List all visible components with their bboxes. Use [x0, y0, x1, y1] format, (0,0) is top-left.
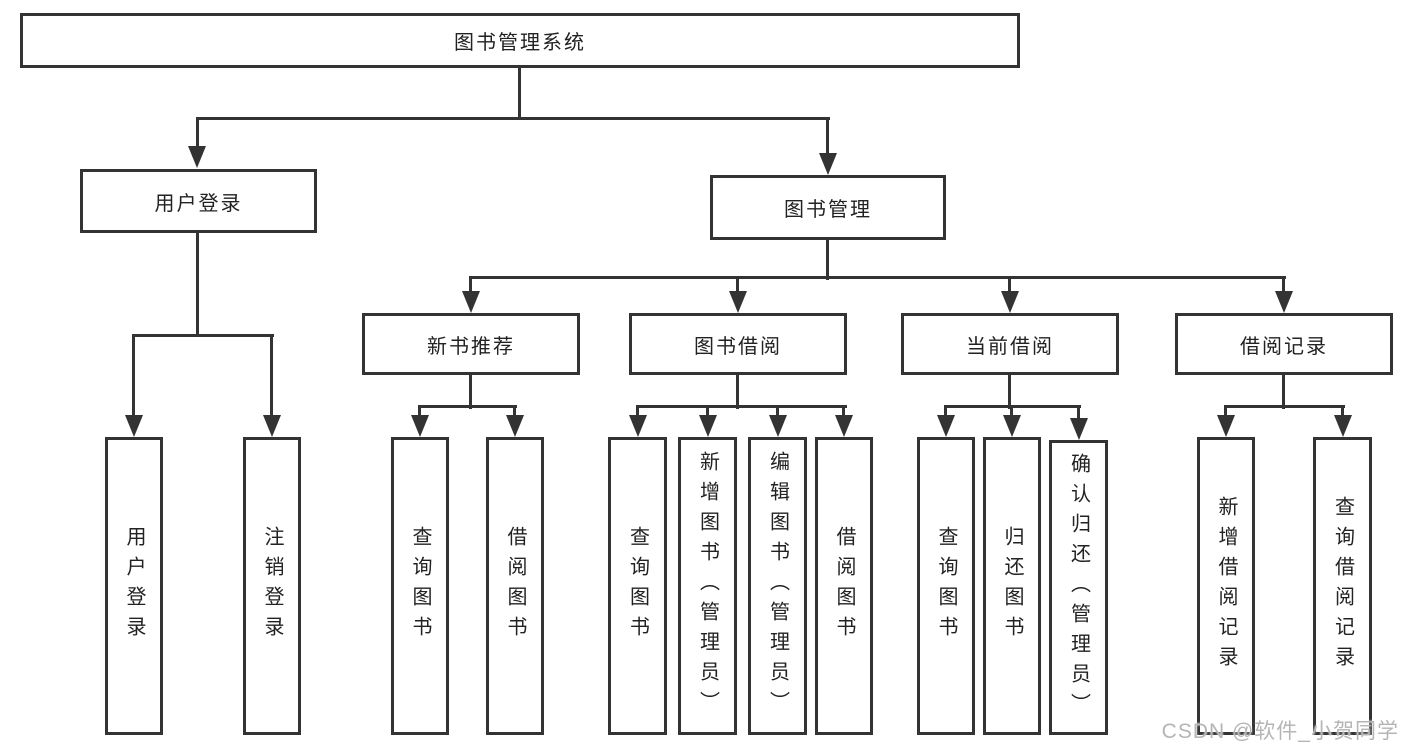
connector-line — [736, 278, 739, 295]
connector-line — [196, 119, 199, 150]
csdn-watermark: CSDN @软件_小贺同学 — [1161, 720, 1399, 743]
node-current-borrowing: 当前借阅 — [901, 313, 1119, 375]
connector-line — [469, 278, 472, 295]
connector-line — [776, 407, 779, 420]
connector-line — [418, 407, 421, 420]
connector-line — [1010, 407, 1013, 420]
connector-line — [513, 407, 516, 420]
node-add-book-admin-label: 新增图书（管理员） — [696, 451, 719, 721]
node-edit-book-admin-label: 编辑图书（管理员） — [766, 451, 789, 721]
node-query-books-recommend-label: 查询图书 — [409, 526, 431, 646]
connector-line — [826, 240, 829, 280]
connector-line — [636, 407, 639, 420]
connector-line — [469, 276, 1286, 279]
node-library-management-system-label: 图书管理系统 — [454, 32, 586, 54]
node-borrow-books-borrow-label: 借阅图书 — [833, 526, 855, 646]
connector-line — [418, 405, 517, 408]
connector-line — [1282, 375, 1285, 409]
node-library-management-system: 图书管理系统 — [20, 13, 1020, 68]
node-user-login-label: 用户登录 — [123, 526, 145, 646]
connector-line — [132, 336, 135, 419]
node-confirm-return-admin-label: 确认归还（管理员） — [1067, 452, 1090, 723]
arrow-down-icon — [125, 415, 143, 437]
connector-line — [469, 375, 472, 409]
arrow-down-icon — [506, 415, 524, 437]
arrow-down-icon — [699, 415, 717, 437]
connector-line — [270, 336, 273, 419]
connector-line — [1341, 407, 1344, 420]
node-confirm-return-admin: 确认归还（管理员） — [1049, 440, 1108, 735]
node-add-borrow-record-label: 新增借阅记录 — [1215, 496, 1237, 676]
node-new-book-recommendation-label: 新书推荐 — [427, 335, 515, 358]
arrow-down-icon — [819, 153, 837, 175]
node-query-borrow-record-label: 查询借阅记录 — [1331, 496, 1354, 676]
node-book-borrowing: 图书借阅 — [629, 313, 847, 375]
node-query-books-current: 查询图书 — [917, 437, 975, 735]
node-query-books-current-label: 查询图书 — [935, 526, 957, 646]
node-borrowing-records-label: 借阅记录 — [1240, 335, 1328, 358]
node-logout-login: 注销登录 — [243, 437, 301, 735]
node-logout-login-label: 注销登录 — [261, 526, 283, 646]
node-query-books-borrow-label: 查询图书 — [626, 526, 649, 646]
node-query-books-recommend: 查询图书 — [391, 437, 449, 735]
node-borrow-books-borrow: 借阅图书 — [815, 437, 873, 735]
node-return-books-label: 归还图书 — [1001, 526, 1023, 646]
connector-line — [1077, 407, 1080, 423]
arrow-down-icon — [835, 415, 853, 437]
arrow-down-icon — [937, 415, 955, 437]
node-borrowing-records: 借阅记录 — [1175, 313, 1393, 375]
node-user-login-branch-label: 用户登录 — [154, 192, 243, 215]
connector-line — [518, 68, 521, 119]
arrow-down-icon — [629, 415, 647, 437]
arrow-down-icon — [1003, 415, 1021, 437]
connector-line — [636, 405, 847, 408]
arrow-down-icon — [411, 415, 429, 437]
connector-line — [944, 405, 1081, 408]
connector-line — [944, 407, 947, 420]
arrow-down-icon — [462, 291, 480, 313]
arrow-down-icon — [1070, 418, 1088, 440]
arrow-down-icon — [1001, 291, 1019, 313]
node-add-book-admin: 新增图书（管理员） — [678, 437, 737, 735]
node-query-books-borrow: 查询图书 — [608, 437, 667, 735]
arrow-down-icon — [1275, 291, 1293, 313]
arrow-down-icon — [1217, 415, 1235, 437]
node-current-borrowing-label: 当前借阅 — [966, 335, 1054, 358]
node-book-management: 图书管理 — [710, 175, 946, 240]
connector-line — [736, 375, 739, 409]
node-book-management-label: 图书管理 — [784, 199, 872, 221]
arrow-down-icon — [1334, 415, 1352, 437]
connector-line — [1224, 407, 1227, 420]
node-user-login: 用户登录 — [105, 437, 163, 735]
connector-line — [196, 117, 830, 120]
connector-line — [196, 233, 199, 337]
node-borrow-books-recommend: 借阅图书 — [486, 437, 544, 735]
connector-line — [1224, 405, 1345, 408]
node-book-borrowing-label: 图书借阅 — [694, 335, 782, 358]
node-return-books: 归还图书 — [983, 437, 1041, 735]
connector-line — [842, 407, 845, 420]
node-new-book-recommendation: 新书推荐 — [362, 313, 580, 375]
arrow-down-icon — [263, 415, 281, 437]
node-edit-book-admin: 编辑图书（管理员） — [748, 437, 807, 735]
connector-line — [1008, 375, 1011, 409]
arrow-down-icon — [188, 146, 206, 168]
node-user-login-branch: 用户登录 — [80, 169, 317, 233]
connector-line — [132, 334, 274, 337]
connector-line — [1282, 278, 1285, 295]
connector-line — [1008, 278, 1011, 295]
arrow-down-icon — [729, 291, 747, 313]
arrow-down-icon — [769, 415, 787, 437]
node-query-borrow-record: 查询借阅记录 — [1313, 437, 1372, 735]
node-borrow-books-recommend-label: 借阅图书 — [504, 526, 526, 646]
connector-line — [706, 407, 709, 420]
connector-line — [826, 119, 829, 157]
node-add-borrow-record: 新增借阅记录 — [1197, 437, 1255, 735]
